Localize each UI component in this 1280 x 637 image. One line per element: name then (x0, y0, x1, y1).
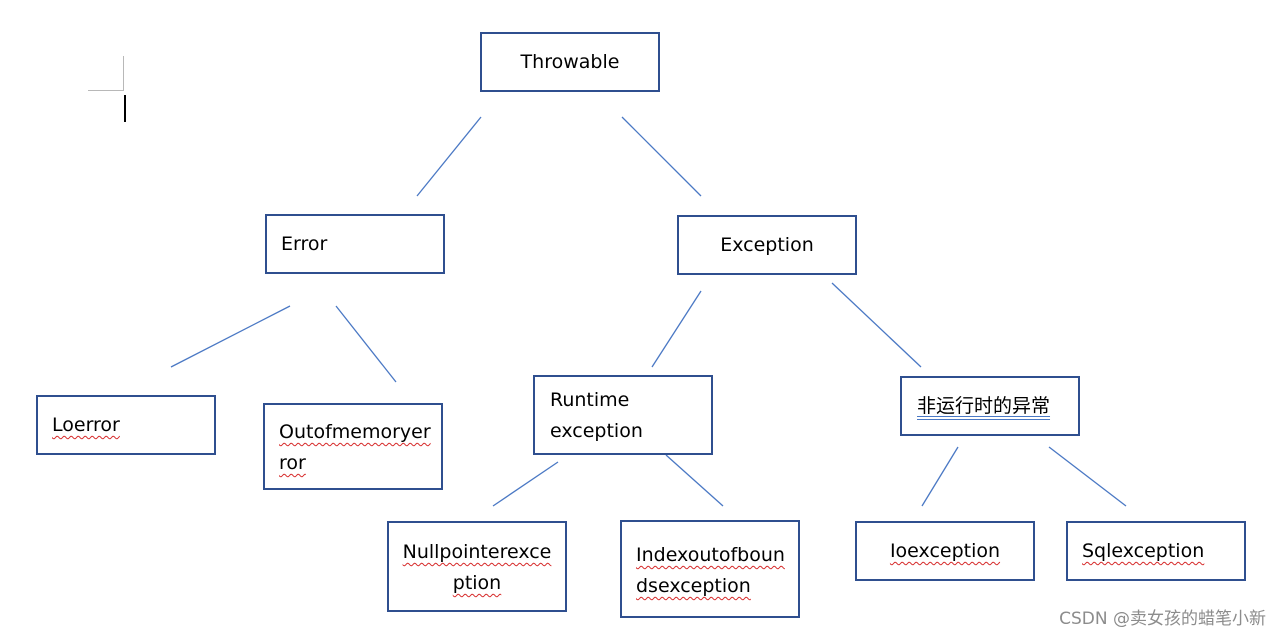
page-corner-mark (123, 56, 124, 91)
connector-nonruntime-sqlexception (1048, 446, 1127, 507)
node-label: Ioexception (889, 540, 1001, 562)
node-runtime-exception: Runtime exception (533, 375, 713, 455)
node-label-line2: ror (279, 452, 306, 474)
node-label: 非运行时的异常 (917, 395, 1051, 417)
connector-throwable-exception (621, 116, 702, 197)
node-label: Error (281, 233, 328, 255)
connector-exception-runtime (651, 290, 702, 368)
connector-error-outofmemory (335, 305, 397, 383)
connector-exception-nonruntime (831, 282, 922, 368)
watermark: CSDN @卖女孩的蜡笔小新 (1059, 609, 1266, 629)
node-loerror: Loerror (36, 395, 216, 455)
node-sqlexception: Sqlexception (1066, 521, 1246, 581)
node-exception: Exception (677, 215, 857, 275)
node-label: Throwable (520, 51, 620, 73)
node-error: Error (265, 214, 445, 274)
connector-nonruntime-ioexception (921, 446, 959, 507)
node-label-line2: exception (550, 420, 643, 442)
node-label: Sqlexception (1082, 540, 1205, 562)
node-nullpointerexception: Nullpointerexce ption (387, 521, 567, 612)
connector-throwable-error (416, 116, 482, 197)
node-label-line1: Outofmemoryer (279, 421, 431, 443)
connector-runtime-nullpointer (492, 461, 559, 507)
connector-runtime-indexout (665, 454, 724, 507)
node-label-line2: ption (452, 572, 502, 594)
node-ioexception: Ioexception (855, 521, 1035, 581)
node-outofmemoryerror: Outofmemoryer ror (263, 403, 443, 490)
node-label-line1: Runtime (550, 389, 630, 411)
node-label-line2: dsexception (636, 575, 751, 597)
node-label: Exception (720, 234, 814, 256)
text-caret (124, 95, 126, 122)
node-label-line1: Nullpointerexce (402, 541, 552, 563)
node-indexoutofboundsexception: Indexoutofboun dsexception (620, 520, 800, 618)
node-throwable: Throwable (480, 32, 660, 92)
node-label-line1: Indexoutofboun (636, 544, 785, 566)
connector-error-loerror (170, 305, 291, 368)
node-non-runtime-exception: 非运行时的异常 (900, 376, 1080, 436)
node-label: Loerror (52, 414, 120, 436)
page-corner-mark (88, 90, 124, 91)
